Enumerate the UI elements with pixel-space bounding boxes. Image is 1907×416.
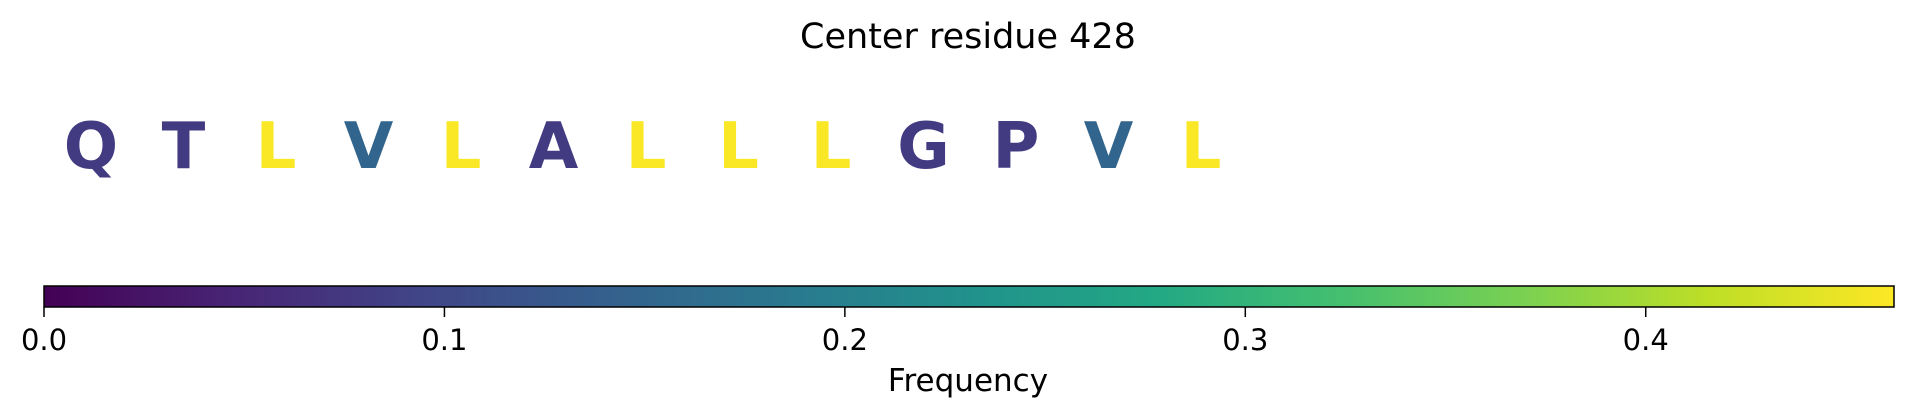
colorbar-tick-label: 0.4 [1623,323,1669,357]
residue-letter: L [1181,110,1222,184]
residue-letter: V [344,110,394,184]
colorbar-ticks: 0.0 0.1 0.2 0.3 0.4 [21,307,1669,357]
residue-letter: L [718,110,759,184]
residue-letter: L [626,110,667,184]
residue-letter: L [441,110,482,184]
colorbar-tick-label: 0.0 [21,323,67,357]
colorbar-tick-label: 0.1 [421,323,467,357]
residue-letter: V [1084,110,1134,184]
residue-letter: T [162,110,206,184]
residue-letter: L [256,110,297,184]
residue-letter: G [897,110,950,184]
residue-letter: Q [64,110,118,184]
chart-title: Center residue 428 [800,17,1136,57]
colorbar-label: Frequency [888,363,1048,399]
residue-letter: A [529,110,579,184]
colorbar-tick-label: 0.3 [1222,323,1268,357]
residue-letter: P [993,110,1040,184]
colorbar-tick-label: 0.2 [822,323,868,357]
residue-letter: L [811,110,852,184]
colorbar [43,285,1895,308]
